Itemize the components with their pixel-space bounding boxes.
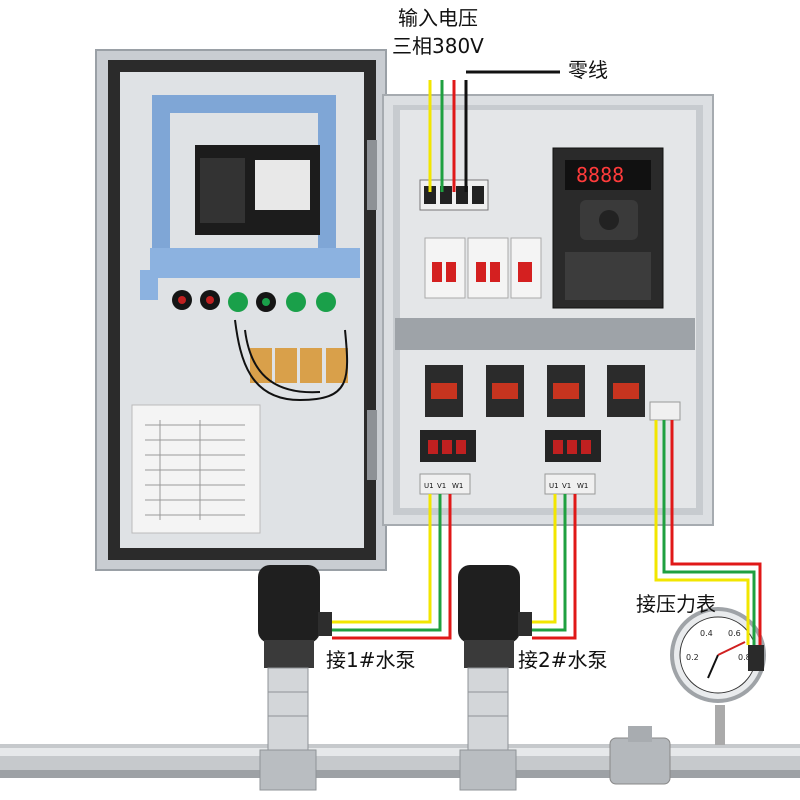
indicator-lamps bbox=[172, 290, 336, 312]
cabinet-body: 8888 bbox=[382, 94, 714, 526]
overload-relays bbox=[420, 430, 601, 462]
gauge-wires bbox=[654, 420, 762, 645]
circuit-breakers bbox=[424, 237, 542, 299]
circuit-diagram-sheet bbox=[131, 404, 261, 534]
pump2-terminal-block bbox=[544, 473, 596, 495]
gauge-scale-02: 0.2 bbox=[686, 653, 699, 662]
input-voltage-label-line1: 输入电压 bbox=[398, 6, 478, 30]
pump1-term-w1: W1 bbox=[452, 482, 463, 490]
frequency-inverter: 8888 bbox=[552, 147, 664, 309]
pressure-gauge-label: 接压力表 bbox=[636, 592, 716, 616]
svg-text:8888: 8888 bbox=[576, 163, 624, 187]
pump2-term-v1: V1 bbox=[562, 482, 571, 490]
input-voltage-label-line2: 三相380V bbox=[392, 34, 484, 58]
wiring-duct bbox=[395, 318, 695, 350]
neutral-wire-label: 零线 bbox=[568, 58, 608, 82]
blue-mounting-frame bbox=[140, 95, 360, 300]
input-wires bbox=[428, 70, 560, 192]
pump2-label: 接2#水泵 bbox=[518, 648, 608, 672]
pump2-term-w1: W1 bbox=[577, 482, 588, 490]
pressure-gauge: 0.4 0.6 0.2 0.8 bbox=[670, 607, 766, 703]
pump1-terminal-block bbox=[419, 473, 471, 495]
check-valve bbox=[609, 726, 671, 785]
pump-2 bbox=[458, 565, 532, 791]
water-pipe bbox=[0, 705, 800, 785]
door-relays bbox=[250, 348, 348, 383]
cabinet-door bbox=[95, 49, 387, 571]
pump1-wires bbox=[332, 494, 452, 640]
gauge-scale-06: 0.6 bbox=[728, 629, 741, 638]
gauge-scale-08: 0.8 bbox=[738, 653, 751, 662]
pump1-term-v1: V1 bbox=[437, 482, 446, 490]
pump1-term-u1: U1 bbox=[424, 482, 434, 490]
gauge-scale-04: 0.4 bbox=[700, 629, 713, 638]
pump2-wires bbox=[532, 494, 577, 640]
pump2-term-u1: U1 bbox=[549, 482, 559, 490]
contactors bbox=[425, 365, 645, 417]
pump1-label: 接1#水泵 bbox=[326, 648, 416, 672]
gauge-terminal-block bbox=[649, 401, 681, 421]
pump-1 bbox=[258, 565, 332, 791]
terminal-markings: U1 V1 W1 U1 V1 W1 bbox=[424, 482, 588, 490]
